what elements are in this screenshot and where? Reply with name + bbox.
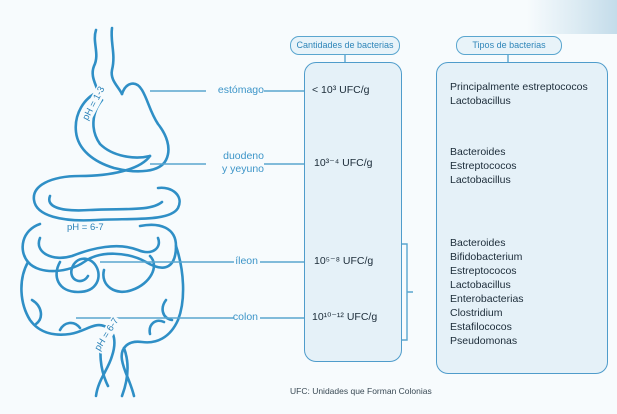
- ph-label-small-intestine: pH = 6-7: [66, 222, 105, 233]
- bacteria-list-duodeno: Bacteroides Estreptococos Lactobacillus: [450, 145, 517, 187]
- colon-outline-right: [122, 246, 183, 396]
- organ-label-colon: colon: [206, 311, 258, 324]
- bacteria-item: Enterobacterias: [450, 292, 524, 306]
- stomach-inner-curve: [93, 100, 150, 158]
- colon-haustra: [32, 300, 172, 334]
- small-intestine-loop-3: [57, 259, 99, 292]
- count-estomago: < 10³ UFC/g: [312, 84, 369, 96]
- bacteria-item: Lactobacillus: [450, 173, 517, 187]
- bacteria-item: Pseudomonas: [450, 334, 524, 348]
- bacteria-item: Lactobacillus: [450, 278, 524, 292]
- esophagus-outline: [93, 30, 98, 92]
- organ-label-ileon: íleon: [206, 255, 258, 268]
- organ-label-duodeno: duodeno y yeyuno: [206, 150, 264, 176]
- bacteria-list-ileon-colon: Bacteroides Bifidobacterium Estreptococo…: [450, 236, 524, 348]
- bacteria-item: Bacteroides: [450, 236, 524, 250]
- count-colon: 10¹⁰⁻¹² UFC/g: [312, 311, 377, 323]
- bacteria-item: Estreptococos: [450, 159, 517, 173]
- bacteria-item: Bacteroides: [450, 145, 517, 159]
- bacteria-item: Principalmente estreptococos: [450, 80, 588, 94]
- count-duodeno: 10³⁻⁴ UFC/g: [314, 157, 372, 169]
- esophagus-outline-inner: [112, 28, 122, 94]
- types-header: Tipos de bacterias: [456, 36, 562, 55]
- footnote: UFC: Unidades que Forman Colonias: [290, 386, 432, 396]
- bacteria-item: Estreptococos: [450, 264, 524, 278]
- bacteria-item: Bifidobacterium: [450, 250, 524, 264]
- organ-label-estomago: estómago: [206, 84, 264, 97]
- bacteria-item: Estafilococos: [450, 320, 524, 334]
- stomach-outline: [76, 84, 169, 172]
- jejunum-loop-1: [49, 196, 162, 210]
- bacteria-list-estomago: Principalmente estreptococos Lactobacill…: [450, 80, 588, 108]
- bacteria-item: Clostridium: [450, 306, 524, 320]
- counts-header: Cantidades de bacterias: [290, 36, 400, 55]
- bacteria-item: Lactobacillus: [450, 94, 588, 108]
- count-ileon: 10⁵⁻⁸ UFC/g: [314, 255, 373, 267]
- colon-outline: [21, 262, 114, 396]
